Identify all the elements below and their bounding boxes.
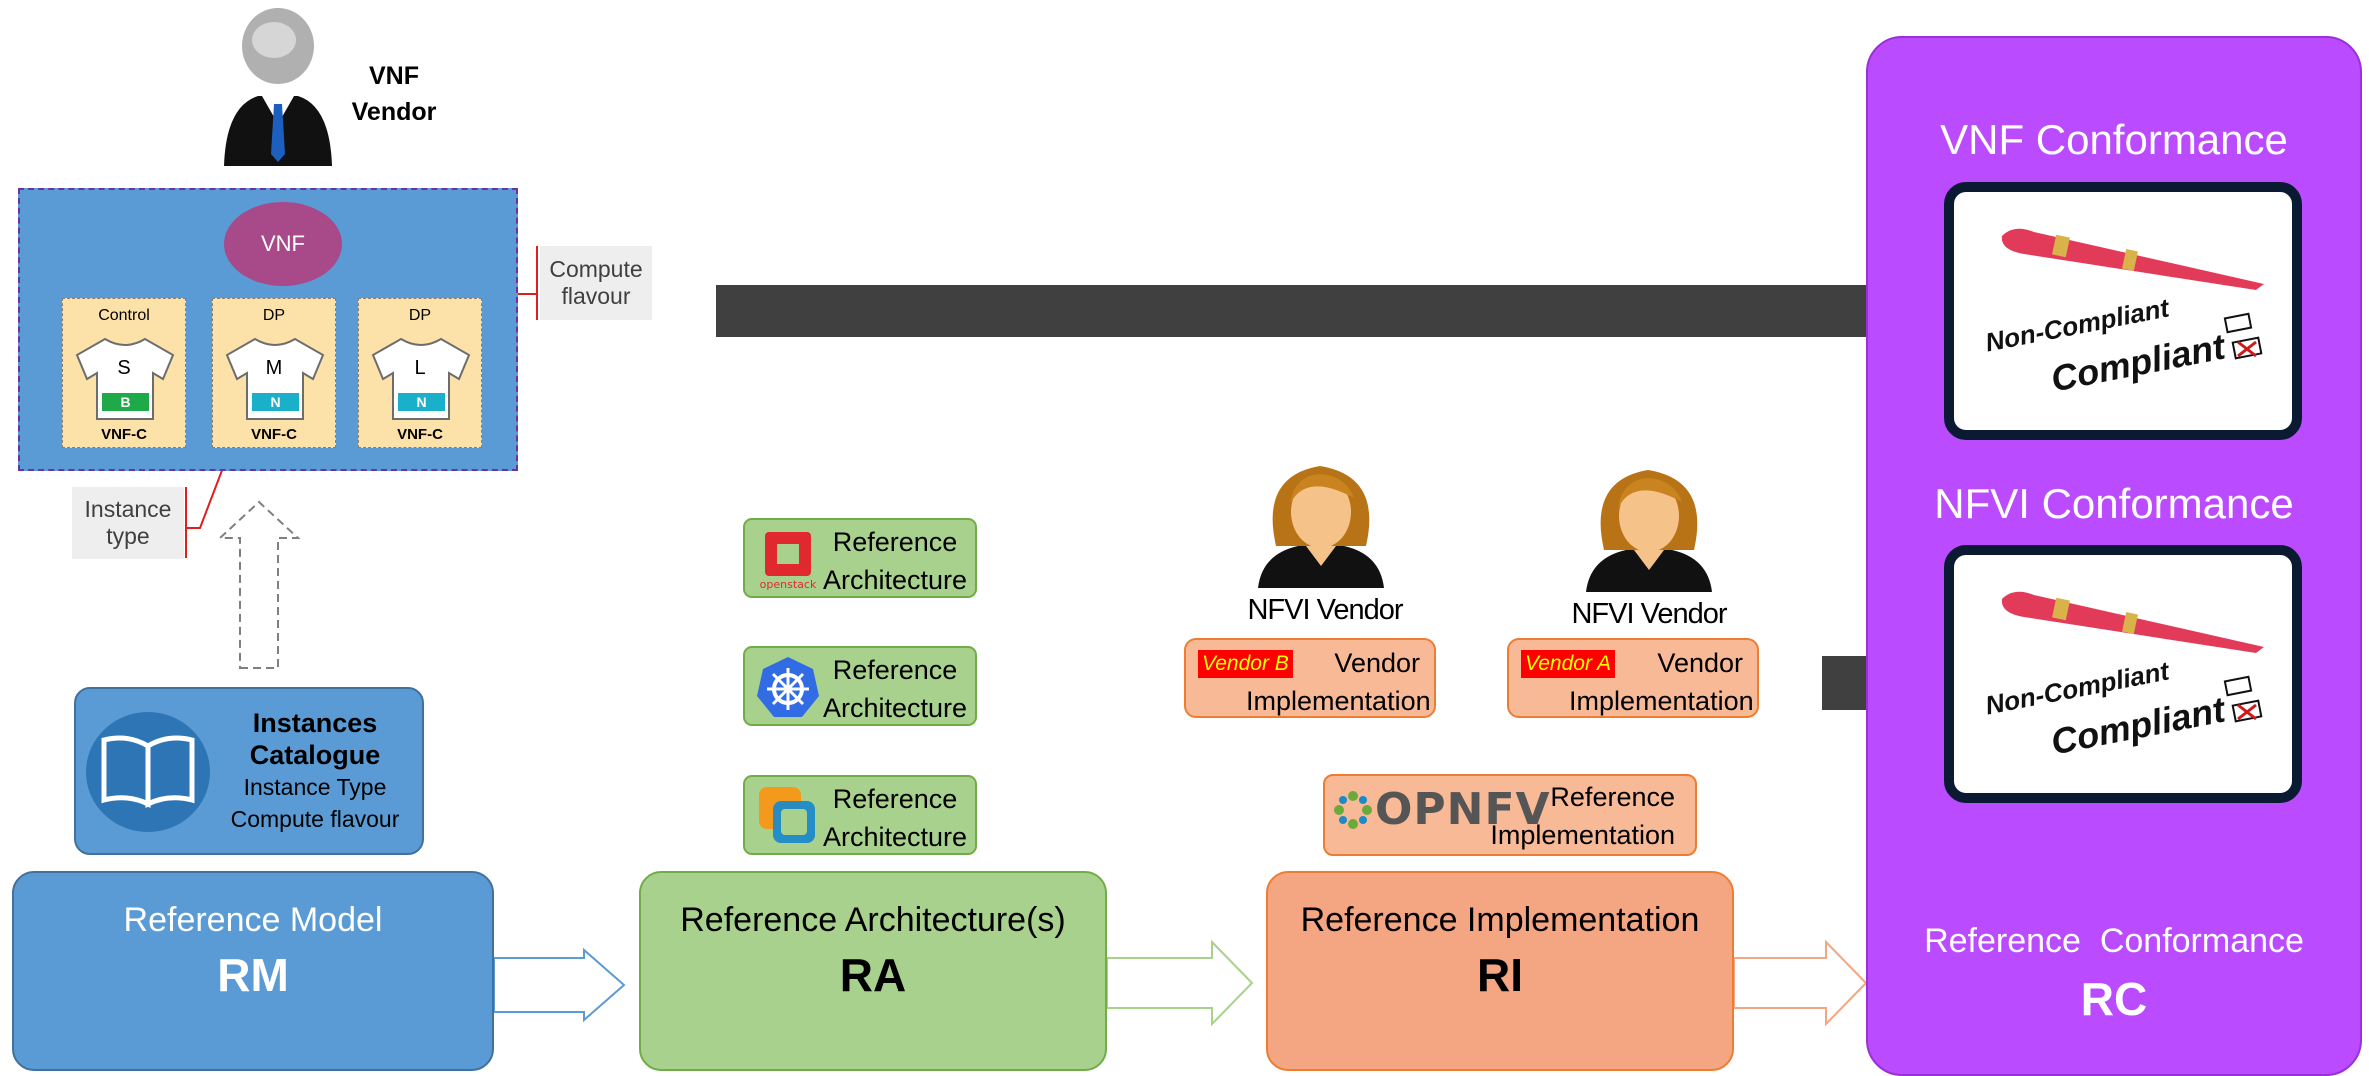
vnf-ellipse: VNF <box>224 202 342 286</box>
ri-to-rc-arrow <box>1733 939 1868 1027</box>
vnf-conformance-heading: VNF Conformance <box>1940 116 2288 163</box>
opnfv-logo-text: OPNFV <box>1375 784 1551 835</box>
ra-to-ri-arrow <box>1106 939 1254 1027</box>
nfvi-conformance-heading: NFVI Conformance <box>1934 480 2294 527</box>
vmware-logo-icon <box>759 787 815 843</box>
tshirt-icon <box>225 337 325 420</box>
tshirt-icon <box>75 337 175 420</box>
dashed-up-arrow <box>217 500 301 669</box>
nfvi-vendor-a-label: NFVI Vendor <box>1571 598 1727 630</box>
kubernetes-logo-icon <box>757 657 819 717</box>
nfvi-vendor-b-avatar-icon <box>1258 466 1384 588</box>
open-book-icon <box>101 735 195 809</box>
vnf-conformance-arrow <box>716 258 1950 363</box>
connectors-layer <box>185 246 1950 1027</box>
pen-icon <box>2001 591 2264 653</box>
tshirt-icon <box>371 337 471 420</box>
nfvi-vendor-a-avatar-icon <box>1586 470 1712 592</box>
vnf-vendor-avatar-icon <box>224 8 332 166</box>
instance-type-callout: Instance type <box>72 487 184 559</box>
nfvi-compliance-card: Non-Compliant Compliant <box>1944 545 2302 803</box>
svg-text:openstack: openstack <box>760 578 817 591</box>
vnfc-dp-large: DP L N VNF-C <box>358 298 482 448</box>
checkbox-icon <box>2223 312 2263 360</box>
vnfc-dp-medium: DP M N VNF-C <box>212 298 336 448</box>
openstack-logo-icon: openstack <box>760 532 817 591</box>
vendor-b-tag: Vendor B <box>1198 650 1293 678</box>
rm-to-ra-arrow <box>493 947 626 1023</box>
rc-abbreviation: RC <box>2080 973 2148 1025</box>
reference-architecture-box: Reference Architecture(s) RA <box>639 871 1107 1071</box>
reference-implementation-box: Reference Implementation RI <box>1266 871 1734 1071</box>
reference-model-box: Reference Model RM <box>12 871 494 1071</box>
opnfv-flower-icon <box>1334 791 1372 829</box>
checkbox-icon <box>2223 675 2263 723</box>
nfvi-vendor-b-label: NFVI Vendor <box>1247 594 1403 626</box>
pen-icon <box>2001 228 2264 290</box>
vendor-a-tag: Vendor A <box>1521 650 1615 678</box>
compute-flavour-callout: Compute flavour <box>540 246 652 320</box>
reference-conformance-label: Reference Conformance <box>1924 922 2304 960</box>
vnf-vendor-label: VNF Vendor <box>351 62 437 126</box>
vnf-compliance-card: Non-Compliant Compliant <box>1944 182 2302 440</box>
catalogue-text: Instances Catalogue Instance Type Comput… <box>230 708 400 832</box>
vnfc-control: Control S B VNF-C <box>62 298 186 448</box>
